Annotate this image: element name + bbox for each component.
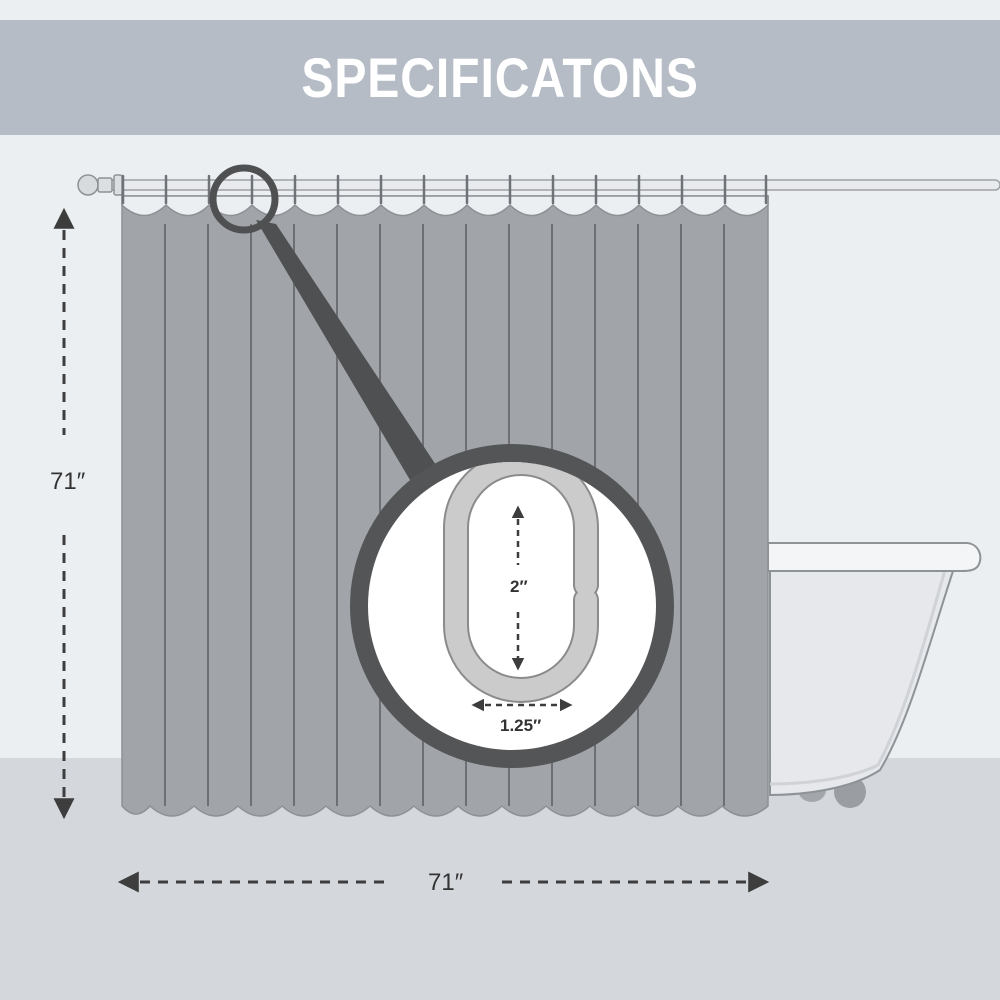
shower-rod-icon <box>77 174 1000 205</box>
ring-height-label: 2″ <box>510 577 528 596</box>
banner-bar <box>0 20 1000 135</box>
bathtub-icon <box>767 542 982 808</box>
height-label: 71″ <box>50 468 86 495</box>
curtain-ring-icon <box>443 462 599 703</box>
banner-title: SPECIFICATONS <box>301 46 699 109</box>
width-label: 71″ <box>428 869 464 896</box>
specifications-banner: SPECIFICATONS <box>0 20 1000 135</box>
ring-width-label: 1.25″ <box>500 716 542 735</box>
